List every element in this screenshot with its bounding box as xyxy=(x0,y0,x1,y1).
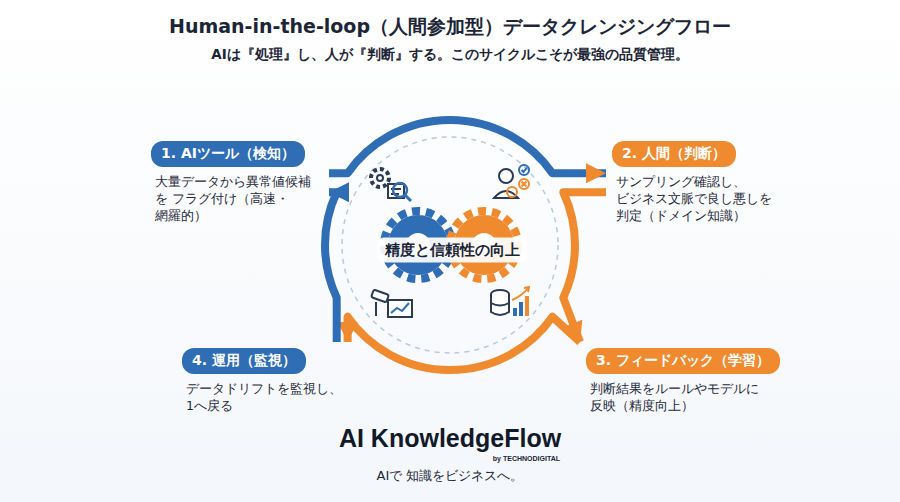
cycle-arrow xyxy=(329,120,606,173)
step-description: データドリフトを監視し、 1へ戻る xyxy=(182,380,342,414)
logo-name: AI KnowledgeFlow xyxy=(0,424,900,453)
diagram-title: Human-in-the-loop（人間参加型）データクレンジングフロー xyxy=(0,14,900,40)
logo-byline: by TECHNODIGITAL xyxy=(493,455,560,462)
step-description: サンプリング確認し、 ビジネス文脈で良し悪しを 判定（ドメイン知識） xyxy=(612,173,788,224)
detect-icon xyxy=(371,169,411,201)
tagline: AIで 知識をビジネスへ。 xyxy=(0,467,900,485)
step-box: 2. 人間（判断） サンプリング確認し、 ビジネス文脈で良し悪しを 判定（ドメイン… xyxy=(606,135,794,230)
step-box: 4. 運用（監視） データドリフトを監視し、 1へ戻る xyxy=(176,342,348,420)
step-description: 大量データから異常値候補を フラグ付け（高速・網羅的） xyxy=(151,173,323,224)
database-icon xyxy=(491,287,529,316)
cycle-arrow xyxy=(325,192,337,342)
monitor-icon xyxy=(371,290,412,317)
step-heading: 2. 人間（判断） xyxy=(612,141,736,167)
subtitle: AIは『処理』し、人が『判断』する。このサイクルこそが最強の品質管理。 xyxy=(0,46,900,64)
step-box: 1. AIツール（検知） 大量データから異常値候補を フラグ付け（高速・網羅的） xyxy=(145,135,329,230)
step-box: 3. フィードバック（学習） 判断結果をルールやモデルに 反映（精度向上） xyxy=(580,342,788,420)
cycle-arrow xyxy=(348,317,580,370)
step-heading: 1. AIツール（検知） xyxy=(151,141,305,167)
cycle-arrow xyxy=(563,192,606,342)
center-label: 精度と信頼性の向上 xyxy=(378,238,527,263)
step-description: 判断結果をルールやモデルに 反映（精度向上） xyxy=(586,380,782,414)
step-heading: 4. 運用（監視） xyxy=(182,348,306,374)
person-icon xyxy=(494,165,529,198)
inner-ring xyxy=(342,137,558,353)
step-heading: 3. フィードバック（学習） xyxy=(586,348,780,374)
